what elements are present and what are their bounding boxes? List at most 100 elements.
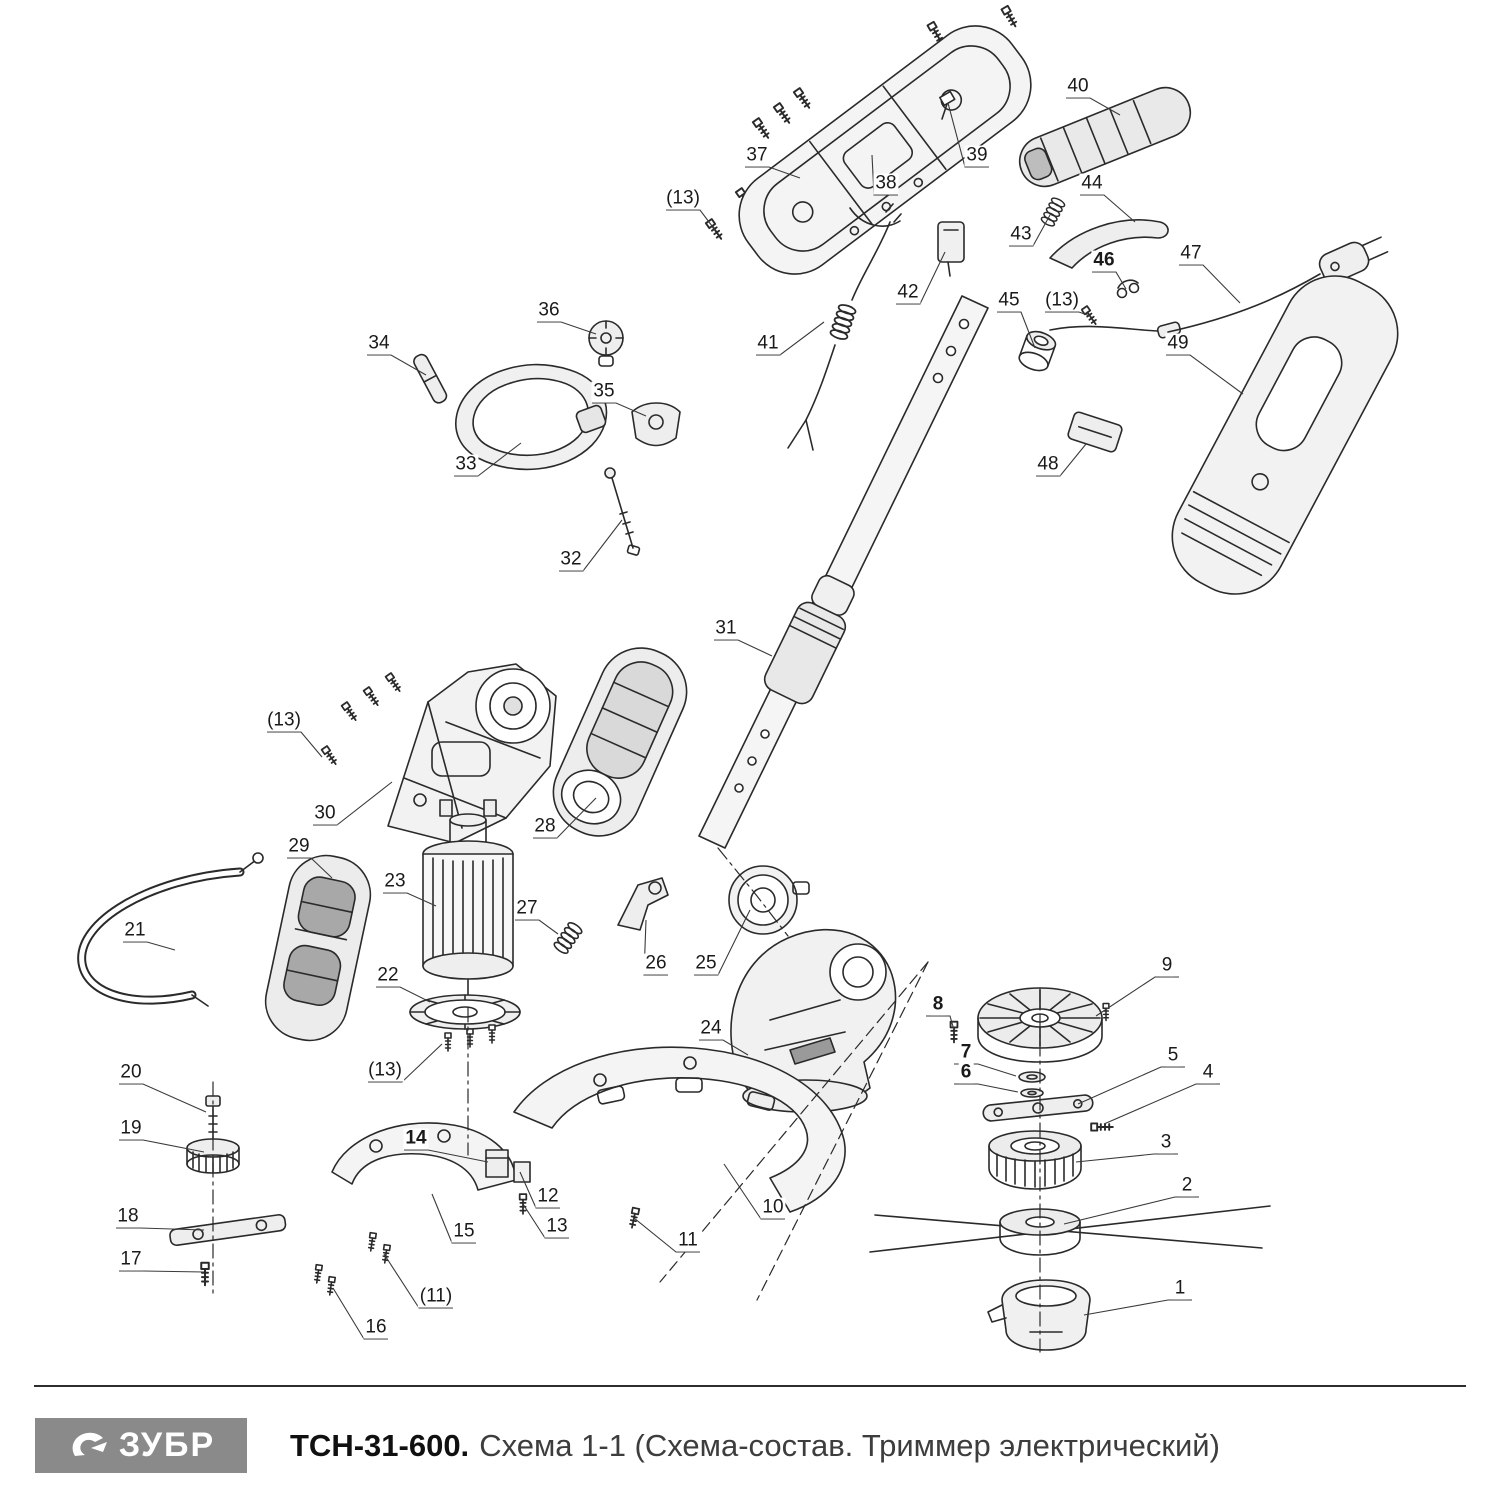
part-5-bar (982, 1094, 1094, 1122)
screws-motor-housing (320, 672, 404, 767)
leader-line-5 (1077, 1066, 1185, 1105)
part-48-plate (1067, 411, 1123, 453)
part-49-rear-handle-housing (1171, 275, 1399, 595)
zubr-logo-icon (72, 1432, 107, 1456)
part-18-blade-holder (169, 1214, 287, 1247)
leader-line-41 (756, 321, 825, 356)
footer-divider (34, 1385, 1466, 1387)
leader-line-11 (383, 1253, 453, 1309)
part-35-clamp (631, 402, 681, 447)
leader-line-3 (1075, 1153, 1178, 1163)
leader-line-32 (559, 519, 623, 572)
part-26-bracket (617, 877, 669, 931)
leader-line-42 (896, 251, 946, 305)
leader-line-13 (267, 731, 323, 758)
part-3-spool (988, 1130, 1082, 1190)
part-shaft-tube (698, 295, 989, 849)
leader-line-48 (1036, 443, 1087, 477)
leader-line-24 (699, 1039, 749, 1056)
part-33-loop-handle (455, 363, 608, 471)
part-32-bolt (604, 467, 641, 556)
screw-right-of-fan (1102, 1002, 1110, 1022)
leader-line-13 (1045, 311, 1091, 317)
leader-line-11 (633, 1217, 700, 1253)
leader-line-12 (519, 1171, 560, 1209)
leader-line-22 (376, 986, 431, 1003)
leader-line-44 (1080, 194, 1136, 223)
leader-line-14 (404, 1149, 489, 1163)
leader-line-9 (1095, 976, 1179, 1017)
leader-line-28 (533, 797, 597, 839)
leader-line-29 (287, 857, 333, 879)
part-37-upper-housing (738, 25, 1032, 275)
leader-line-16 (332, 1287, 388, 1340)
part-38-trigger (849, 207, 901, 227)
construction-lines (659, 961, 929, 1301)
part-31-coupling (763, 574, 855, 705)
leader-lines-layer (116, 97, 1244, 1340)
leader-line-47 (1179, 264, 1241, 304)
leader-line-30 (313, 781, 393, 826)
part-40-handle-grip (1018, 86, 1192, 188)
part-46-clip (1116, 279, 1140, 299)
leader-line-23 (383, 892, 437, 907)
part-17-screw (200, 1261, 210, 1287)
part-36-knob (588, 320, 624, 367)
footer: ЗУБР ТСН-31-600. Схема 1-1 (Схема-состав… (0, 1385, 1500, 1500)
part-34-pin (413, 353, 448, 404)
leader-line-6 (954, 1083, 1019, 1093)
part-41-cord-assembly (787, 203, 902, 451)
leader-line-26 (643, 919, 668, 976)
leader-line-13 (368, 1043, 443, 1083)
leader-line-34 (367, 354, 427, 376)
part-23-motor (422, 799, 514, 1003)
part-39-switch-pin (939, 90, 956, 120)
part-21-plant-guard (77, 852, 264, 1007)
leader-line-1 (1083, 1299, 1192, 1316)
part-6-washer (1020, 1088, 1044, 1098)
leader-line-2 (1063, 1196, 1199, 1225)
leader-line-8 (926, 1015, 955, 1031)
leader-line-10 (723, 1163, 785, 1220)
leader-line-27 (515, 919, 559, 935)
part-27-spring (551, 919, 585, 957)
part-8-screw (949, 1020, 959, 1044)
diagram-caption: ТСН-31-600. Схема 1-1 (Схема-состав. Три… (290, 1418, 1220, 1473)
part-44-lever (1049, 219, 1169, 269)
part-42-switch (937, 221, 965, 277)
brand-logo-box: ЗУБР (35, 1418, 247, 1473)
part-12-plate (513, 1161, 531, 1183)
part-29-grip-cover (264, 854, 372, 1042)
screws-bottom (312, 1193, 641, 1297)
part-43-spring (1039, 195, 1067, 229)
leader-line-7 (954, 1063, 1017, 1077)
brand-name: ЗУБР (118, 1426, 216, 1464)
leader-line-19 (119, 1139, 205, 1153)
leader-line-36 (537, 321, 597, 335)
leader-line-13 (522, 1203, 569, 1239)
leader-line-49 (1166, 354, 1244, 395)
part-30-motor-housing (387, 663, 557, 844)
leader-line-39 (947, 102, 989, 168)
leader-line-17 (119, 1270, 205, 1273)
part-28-housing-cover (552, 647, 688, 837)
leader-line-31 (714, 639, 773, 657)
model-number: ТСН-31-600. (290, 1427, 470, 1463)
leader-line-45 (997, 311, 1036, 349)
caption-text: Схема 1-1 (Схема-состав. Триммер электри… (479, 1427, 1220, 1463)
part-45-bushing (1018, 330, 1057, 372)
leader-line-43 (1009, 214, 1051, 247)
exploded-diagram (77, 4, 1399, 1353)
leader-line-38 (871, 154, 898, 196)
leader-line-37 (745, 166, 801, 179)
leader-line-35 (592, 402, 647, 417)
part-22-fan-washer (409, 994, 521, 1030)
leader-line-33 (454, 442, 522, 477)
part-1-spool-cover (987, 1279, 1091, 1351)
leader-line-21 (123, 941, 176, 951)
leader-line-40 (1066, 97, 1121, 116)
part-14-plate (485, 1149, 509, 1178)
leader-line-18 (116, 1227, 205, 1231)
leader-line-13 (666, 209, 716, 231)
